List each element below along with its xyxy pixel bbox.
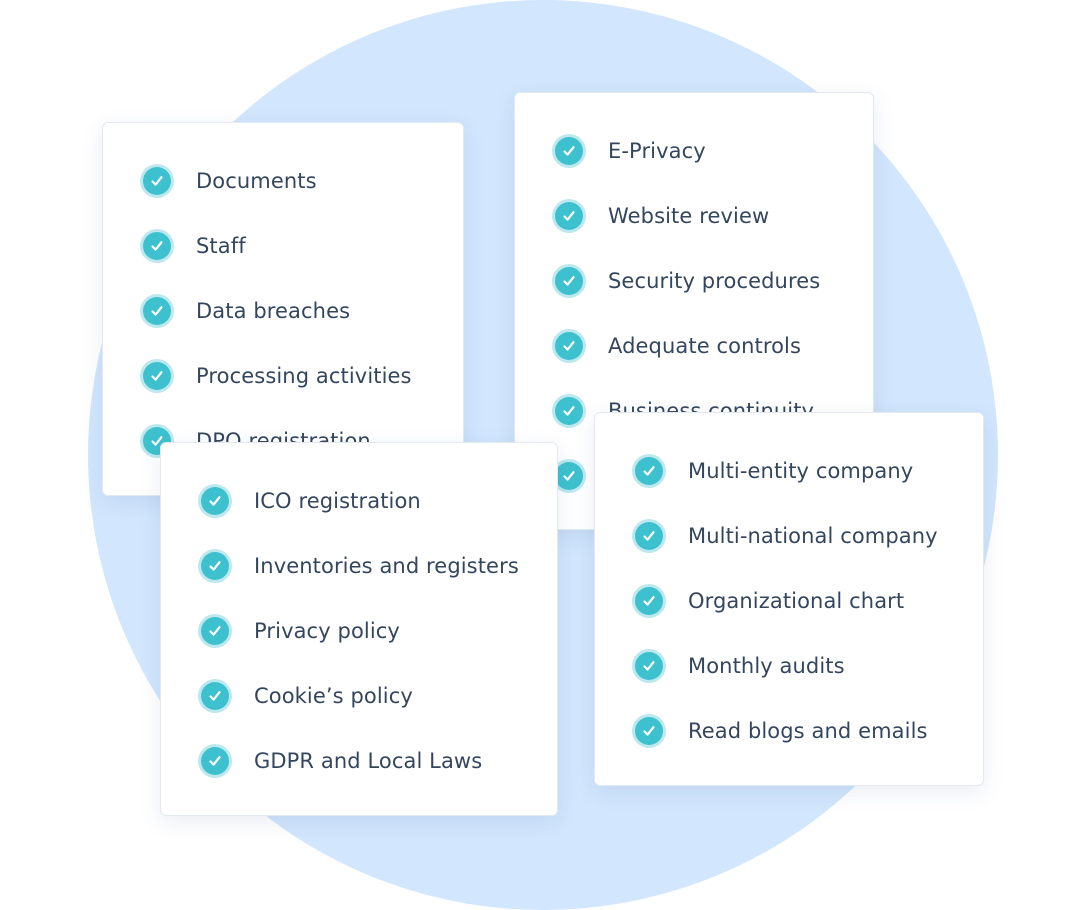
list-item: Inventories and registers bbox=[198, 546, 557, 586]
list-item: Cookie’s policy bbox=[198, 676, 557, 716]
check-icon bbox=[140, 229, 174, 263]
list-item: E-Privacy bbox=[552, 131, 873, 171]
item-label: ICO registration bbox=[254, 489, 421, 513]
check-icon bbox=[632, 649, 666, 683]
check-icon bbox=[552, 199, 586, 233]
item-label: Multi-national company bbox=[688, 524, 938, 548]
item-label: Cookie’s policy bbox=[254, 684, 413, 708]
item-label: Multi-entity company bbox=[688, 459, 914, 483]
item-label: Read blogs and emails bbox=[688, 719, 928, 743]
check-icon bbox=[552, 264, 586, 298]
item-label: Staff bbox=[196, 234, 246, 258]
check-icon bbox=[140, 359, 174, 393]
check-icon bbox=[198, 614, 232, 648]
item-label: Processing activities bbox=[196, 364, 412, 388]
item-label: Organizational chart bbox=[688, 589, 905, 613]
checklist-card-3: ICO registration Inventories and registe… bbox=[160, 442, 558, 816]
check-icon bbox=[632, 714, 666, 748]
check-icon bbox=[632, 454, 666, 488]
item-label: Monthly audits bbox=[688, 654, 845, 678]
list-item: Documents bbox=[140, 161, 463, 201]
item-label: Documents bbox=[196, 169, 317, 193]
check-icon bbox=[140, 294, 174, 328]
check-icon bbox=[552, 394, 586, 428]
list-item: GDPR and Local Laws bbox=[198, 741, 557, 781]
list-item: Privacy policy bbox=[198, 611, 557, 651]
list-item: Processing activities bbox=[140, 356, 463, 396]
item-label: Privacy policy bbox=[254, 619, 400, 643]
check-icon bbox=[198, 484, 232, 518]
check-icon bbox=[552, 329, 586, 363]
item-label: GDPR and Local Laws bbox=[254, 749, 483, 773]
checklist: E-Privacy Website review Security proced… bbox=[515, 93, 873, 496]
item-label: E-Privacy bbox=[608, 139, 706, 163]
check-icon bbox=[198, 549, 232, 583]
check-icon bbox=[198, 744, 232, 778]
list-item: ICO registration bbox=[198, 481, 557, 521]
list-item: Adequate controls bbox=[552, 326, 873, 366]
list-item: Monthly audits bbox=[632, 646, 983, 686]
list-item: Organizational chart bbox=[632, 581, 983, 621]
list-item: Staff bbox=[140, 226, 463, 266]
checklist: Documents Staff Data breaches Processing… bbox=[103, 123, 463, 461]
checklist-card-4: Multi-entity company Multi-national comp… bbox=[594, 412, 984, 786]
check-icon bbox=[198, 679, 232, 713]
checklist: ICO registration Inventories and registe… bbox=[161, 443, 557, 781]
check-icon bbox=[632, 584, 666, 618]
check-icon bbox=[632, 519, 666, 553]
item-label: Website review bbox=[608, 204, 770, 228]
list-item: Multi-national company bbox=[632, 516, 983, 556]
check-icon bbox=[552, 134, 586, 168]
item-label: Inventories and registers bbox=[254, 554, 519, 578]
item-label: Adequate controls bbox=[608, 334, 802, 358]
list-item: Website review bbox=[552, 196, 873, 236]
checklist-card-1: Documents Staff Data breaches Processing… bbox=[102, 122, 464, 496]
item-label: Security procedures bbox=[608, 269, 821, 293]
list-item: Security procedures bbox=[552, 261, 873, 301]
list-item: Data breaches bbox=[140, 291, 463, 331]
check-icon bbox=[140, 164, 174, 198]
item-label: Data breaches bbox=[196, 299, 351, 323]
list-item: Read blogs and emails bbox=[632, 711, 983, 751]
checklist: Multi-entity company Multi-national comp… bbox=[595, 413, 983, 751]
list-item: Multi-entity company bbox=[632, 451, 983, 491]
